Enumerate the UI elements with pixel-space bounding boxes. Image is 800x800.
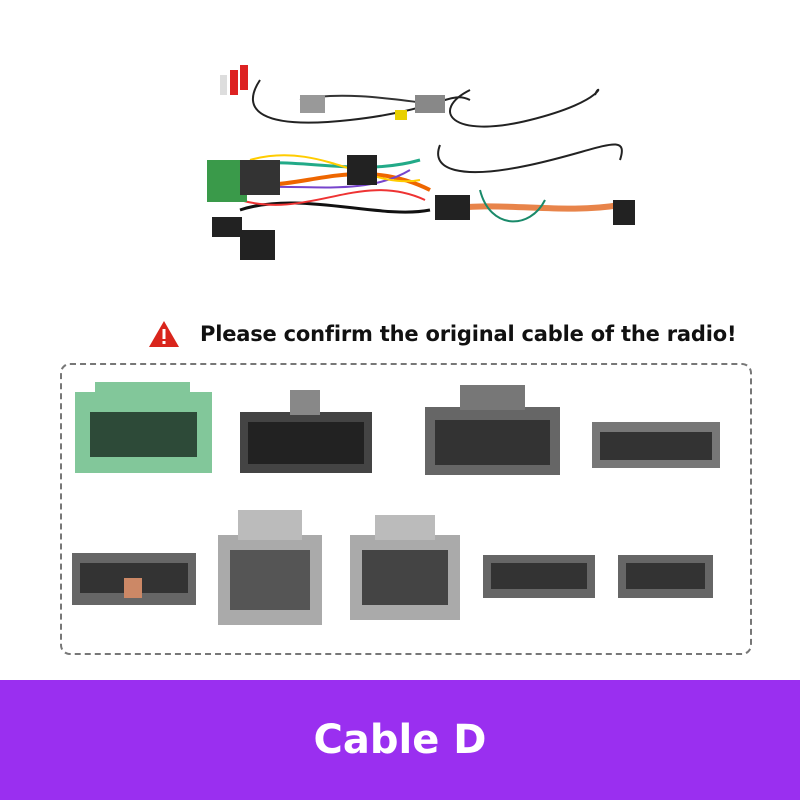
black-connector	[240, 390, 372, 473]
gray-flat-connector-2	[483, 555, 595, 598]
cable-label-banner: Cable D	[0, 680, 800, 800]
cable-notice: Please confirm the original cable of the…	[148, 320, 737, 348]
cable-label: Cable D	[313, 717, 487, 763]
connector-options-box	[60, 363, 752, 655]
light-gray-tall-connector	[218, 510, 322, 625]
wiring-harness-product-image	[207, 65, 635, 260]
gray-small-connector	[592, 422, 720, 468]
green-connector	[75, 382, 212, 473]
notice-text: Please confirm the original cable of the…	[200, 322, 737, 346]
warning-triangle-icon	[149, 321, 179, 347]
gray-flat-connector-3	[618, 555, 713, 598]
gray-connector	[425, 385, 560, 475]
gray-flat-connector	[72, 553, 196, 605]
light-gray-square-connector	[350, 515, 460, 620]
